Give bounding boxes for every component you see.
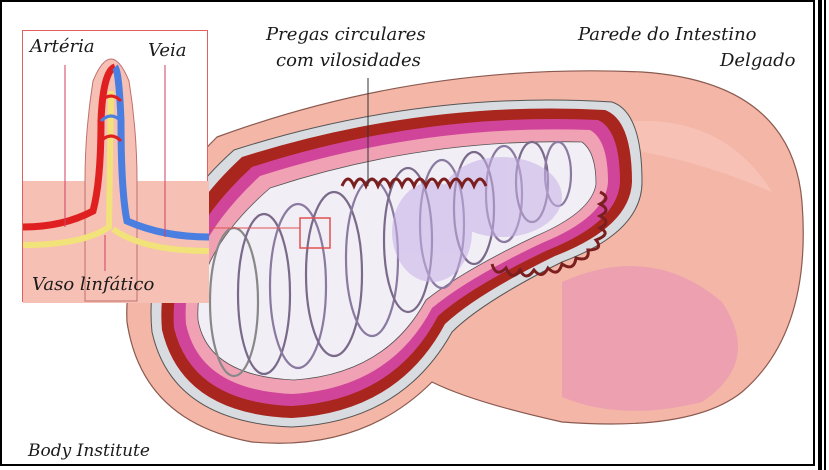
label-pregas-line2: com vilosidades [276,50,421,72]
label-pregas-line1: Pregas circulares [266,24,426,46]
right-border-inner [824,0,826,470]
villus-diagram [23,31,209,303]
diagram-frame: Artéria Veia Vaso linfático Pregas circu… [0,0,815,466]
credit-label: Body Institute [28,440,150,462]
label-veia: Veia [148,40,187,62]
label-parede-line2: Delgado [720,50,795,72]
villus-inset [22,30,208,302]
label-arteria: Artéria [30,36,95,58]
label-vaso-linfatico: Vaso linfático [32,274,154,296]
label-parede-line1: Parede do Intestino [578,24,757,46]
right-border [818,0,822,470]
